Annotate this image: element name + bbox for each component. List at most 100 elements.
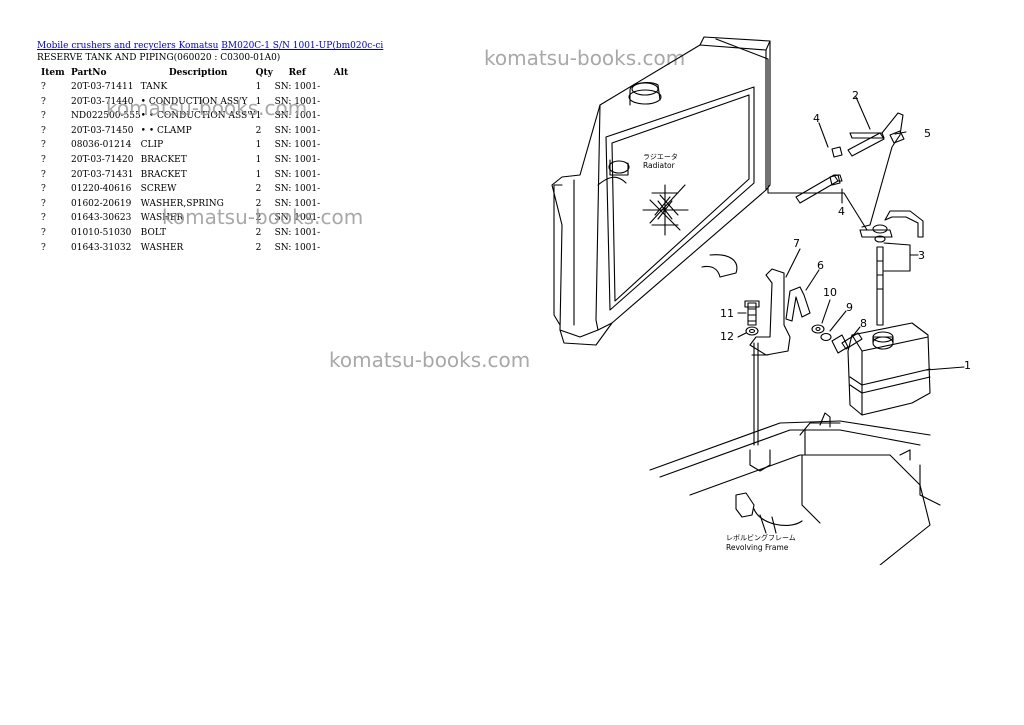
- cell-alt: [334, 168, 354, 183]
- callout-leader: [818, 122, 829, 148]
- bracket-parts: [749, 268, 811, 446]
- radiator-label: Radiator: [643, 161, 676, 170]
- page-subtitle: RESERVE TANK AND PIPING(060020 : C0300-0…: [37, 53, 281, 63]
- cell-qty: 2: [255, 184, 262, 195]
- cell-ref: SN: 1001-: [274, 96, 321, 107]
- cell-ref: SN: 1001-: [274, 169, 321, 180]
- callout-3: 3: [918, 249, 925, 262]
- cell-description: • • CLAMP: [140, 125, 192, 136]
- cell-alt: [334, 182, 354, 197]
- cell-qty: 2: [255, 227, 262, 238]
- cell-alt: [334, 95, 354, 110]
- cell-ref: SN: 1001-: [274, 184, 321, 195]
- callout-leader: [855, 96, 871, 130]
- cell-description: BRACKET: [140, 154, 187, 165]
- cell-alt: [334, 226, 354, 241]
- cell-description: CLIP: [140, 140, 164, 151]
- cell-item: ?: [41, 82, 46, 92]
- cell-item: ?: [41, 242, 46, 253]
- callout-11: 11: [720, 307, 734, 320]
- cell-partno: ND022500-555: [71, 111, 141, 122]
- cell-description: • • CONDUCTION ASS'Y: [140, 111, 256, 122]
- overflow-tube: [795, 112, 924, 326]
- cell-description: • CONDUCTION ASS'Y: [140, 96, 248, 107]
- cell-qty: 2: [255, 242, 262, 253]
- cell-qty: 1: [255, 169, 262, 180]
- column-header-partno: PartNo: [71, 68, 107, 78]
- column-header-item: Item: [41, 68, 65, 78]
- fastener-parts: [744, 300, 863, 354]
- revolving-frame-illustration: [649, 412, 941, 565]
- callout-1: 1: [964, 359, 971, 372]
- cell-item: ?: [41, 198, 46, 209]
- column-header-description: Description: [168, 68, 228, 78]
- cell-ref: SN: 1001-: [274, 111, 321, 122]
- cell-description: WASHER: [140, 213, 184, 224]
- breadcrumb-link-model[interactable]: BM020C-1 S/N 1001-UP(bm020c-ci: [221, 41, 384, 51]
- cell-partno: 01643-30623: [71, 213, 132, 224]
- cell-alt: [334, 80, 354, 95]
- leader-line: [715, 38, 868, 231]
- cell-item: ?: [41, 227, 46, 238]
- callout-8: 8: [860, 317, 867, 330]
- cell-item: ?: [41, 169, 46, 180]
- callout-6: 6: [817, 259, 824, 272]
- cell-description: SCREW: [140, 184, 177, 195]
- callout-leader: [894, 131, 907, 135]
- column-header-alt: Alt: [333, 68, 349, 78]
- cell-partno: 20T-03-71431: [71, 169, 134, 180]
- column-header-qty: Qty: [255, 68, 273, 78]
- callout-leader: [821, 299, 831, 324]
- clamp-part: [831, 146, 843, 158]
- cell-description: WASHER,SPRING: [140, 198, 224, 209]
- callout-2: 2: [852, 89, 859, 102]
- callout-leader: [883, 242, 919, 272]
- cell-alt: [334, 241, 354, 256]
- cell-alt: [334, 109, 354, 124]
- watermark: komatsu-books.com: [329, 348, 531, 372]
- cell-qty: 1: [255, 154, 262, 165]
- clamp-part: [829, 174, 841, 186]
- cell-ref: SN: 1001-: [274, 154, 321, 165]
- cell-partno: 08036-01214: [71, 140, 132, 151]
- callout-10: 10: [823, 286, 837, 299]
- page-header: Mobile crushers and recyclers Komatsu BM…: [37, 40, 383, 64]
- frame-label-jp: レボルビングフレーム: [726, 533, 796, 542]
- reserve-tank-illustration: [847, 322, 931, 416]
- cell-alt: [334, 153, 354, 168]
- callout-leader: [737, 332, 747, 338]
- cell-item: ?: [41, 125, 46, 136]
- cell-partno: 20T-03-71450: [71, 125, 134, 136]
- callout-5: 5: [924, 127, 931, 140]
- cell-partno: 20T-03-71420: [71, 154, 134, 165]
- callout-9: 9: [846, 301, 853, 314]
- cell-item: ?: [41, 140, 46, 151]
- cell-ref: SN: 1001-: [274, 82, 321, 92]
- cell-partno: 01602-20619: [71, 198, 132, 209]
- callout-7: 7: [793, 237, 800, 250]
- cell-ref: SN: 1001-: [274, 140, 321, 151]
- callout-leader: [925, 366, 965, 371]
- cell-description: BOLT: [140, 227, 167, 238]
- cell-alt: [334, 124, 354, 139]
- cell-description: TANK: [140, 82, 168, 92]
- callout-leader: [805, 269, 820, 291]
- column-header-ref: Ref: [288, 68, 306, 78]
- cell-qty: 2: [255, 125, 262, 136]
- cell-item: ?: [41, 184, 46, 195]
- breadcrumb-link-manufacturer[interactable]: Mobile crushers and recyclers Komatsu: [37, 41, 219, 51]
- breadcrumb: Mobile crushers and recyclers Komatsu BM…: [37, 40, 383, 52]
- cell-alt: [334, 138, 354, 153]
- cell-alt: [334, 197, 354, 212]
- cell-ref: SN: 1001-: [274, 242, 321, 253]
- callout-12: 12: [720, 330, 734, 343]
